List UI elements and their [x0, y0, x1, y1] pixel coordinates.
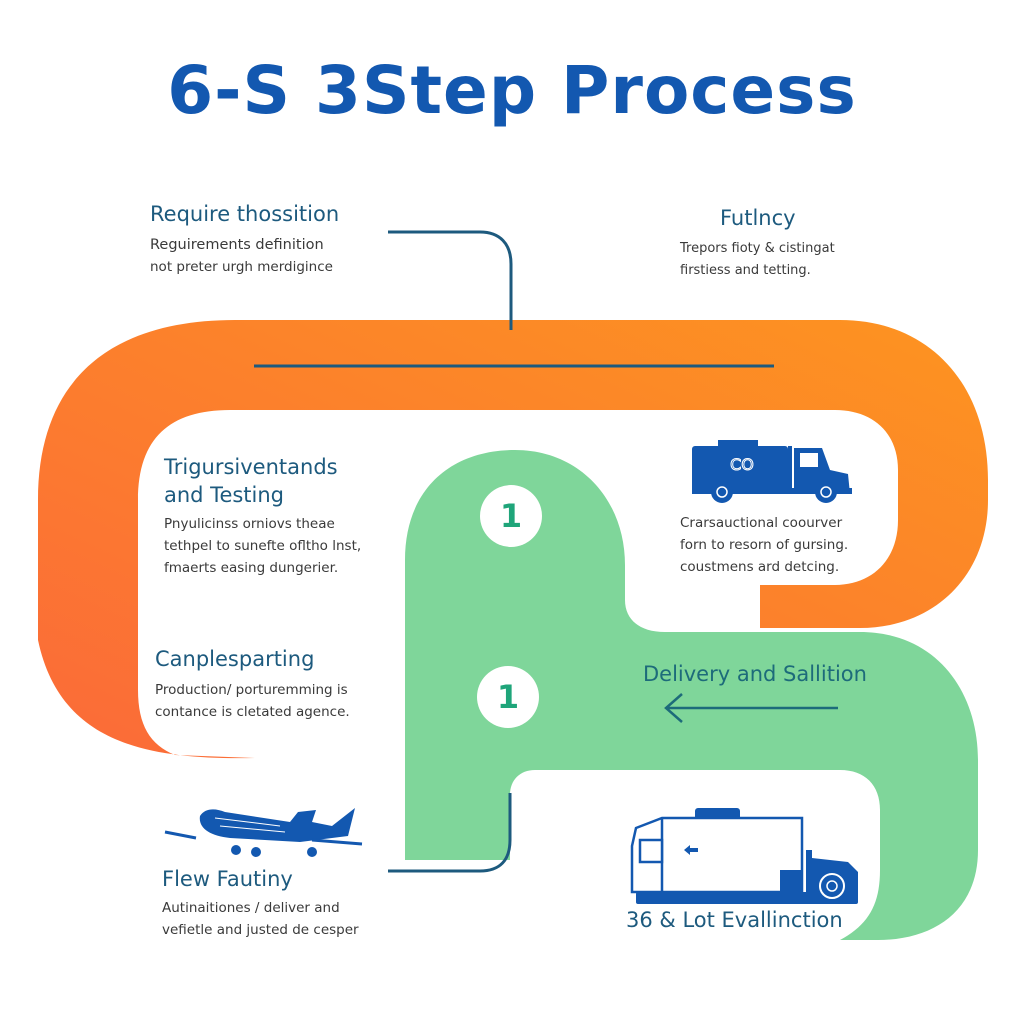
- box-truck-icon: [630, 808, 858, 904]
- step-testing: Trigursiventands and Testing Pnyulicinss…: [164, 453, 361, 579]
- step-delivery-heading: Delivery and Sallition: [643, 662, 867, 686]
- green-process-band: [405, 450, 978, 940]
- step-futincy-heading: Futlncy: [720, 206, 796, 230]
- step-testing-line-1: Pnyulicinss orniovs theae: [164, 516, 335, 532]
- step-flew-line-1: Autinaitiones / deliver and: [162, 900, 340, 916]
- step-require-heading: Require thossition: [150, 202, 340, 226]
- tanker-truck-icon: CO: [692, 440, 852, 503]
- step-tanker: Crarsauctional coourver forn to resorn o…: [680, 512, 848, 578]
- step-futincy-line-1: Trepors fioty & cistingat: [680, 241, 835, 256]
- step-tanker-line-1: Crarsauctional coourver: [680, 515, 843, 531]
- step-canples-line-2: contance is cletated agence.: [155, 704, 350, 720]
- connector-bottom: [388, 793, 512, 873]
- step-number-badge-2: 1: [477, 666, 539, 728]
- step-flew-line-2: vefietle and justed de cesper: [162, 922, 359, 938]
- step-tanker-line-2: forn to resorn of gursing.: [680, 537, 849, 553]
- step-flew: Flew Fautiny Autinaitiones / deliver and…: [162, 865, 359, 941]
- orange-process-band: [38, 320, 988, 759]
- step-testing-line-3: fmaerts easing dungerier.: [164, 560, 339, 576]
- step-testing-heading-1: Trigursiventands: [164, 455, 338, 479]
- step-canples: Canplesparting Production/ porturemming …: [155, 645, 350, 723]
- connector-top: [388, 230, 513, 330]
- step-testing-heading-2: and Testing: [164, 483, 285, 507]
- step-futincy: Futlncy Trepors fioty & cistingat firsti…: [680, 204, 835, 282]
- step-require: Require thossition Reguirements definiti…: [150, 200, 339, 278]
- arrow-left-icon: [664, 693, 838, 723]
- step-futincy-line-2: firstiess and tetting.: [680, 263, 811, 278]
- step-require-line-1: Reguirements definition: [150, 237, 324, 253]
- step-flew-heading: Flew Fautiny: [162, 867, 293, 891]
- step-canples-line-1: Production/ porturemming is: [155, 682, 348, 698]
- step-number-badge-1: 1: [480, 485, 542, 547]
- tanker-label: CO: [730, 455, 754, 474]
- step-canples-heading: Canplesparting: [155, 647, 315, 671]
- page-title: 6-S 3Step Process: [167, 52, 857, 129]
- step-testing-line-2: tethpel to sunefte ofltho lnst,: [164, 538, 362, 554]
- airplane-icon: [164, 808, 363, 857]
- step-require-line-2: not preter urgh merdigince: [150, 259, 333, 275]
- step-evallinction-heading: 36 & Lot Evallinction: [626, 908, 843, 932]
- step-delivery: Delivery and Sallition: [643, 660, 867, 688]
- step-tanker-line-3: coustmens ard detcing.: [680, 559, 840, 575]
- step-evallinction: 36 & Lot Evallinction: [626, 906, 843, 934]
